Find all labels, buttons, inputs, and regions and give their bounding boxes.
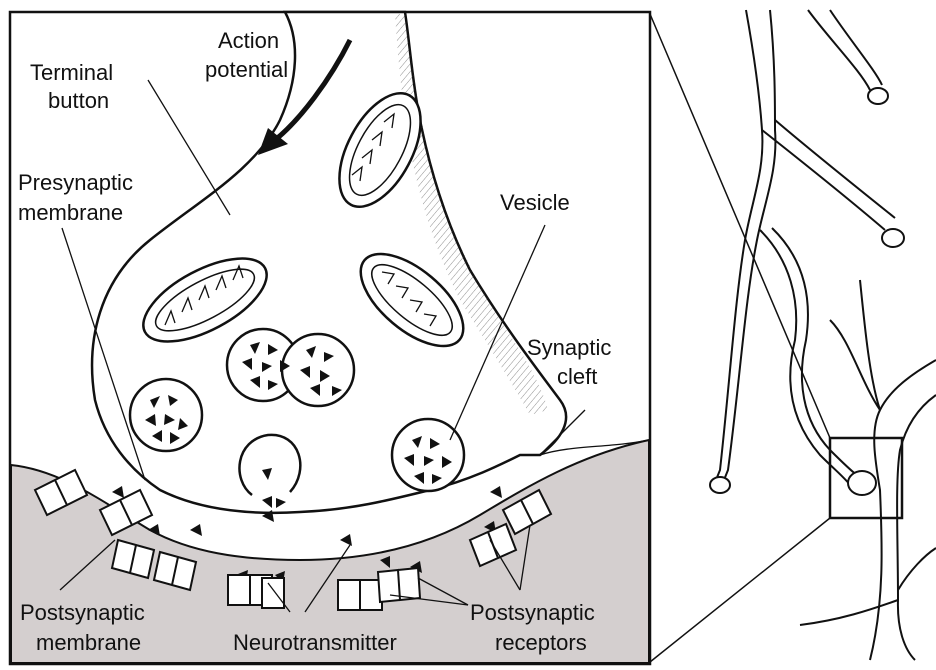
label-postsynaptic-receptors-2: receptors [495, 630, 587, 655]
label-postsynaptic-receptors-1: Postsynaptic [470, 600, 595, 625]
label-vesicle: Vesicle [500, 190, 570, 215]
fusing-vesicle [239, 435, 300, 495]
label-presynaptic: Presynaptic [18, 170, 133, 195]
label-postsynaptic: Postsynaptic [20, 600, 145, 625]
label-cleft: cleft [557, 364, 597, 389]
label-postsynaptic-membrane: membrane [36, 630, 141, 655]
label-action: Action [218, 28, 279, 53]
zoom-line-bottom [650, 518, 830, 662]
label-neurotransmitter: Neurotransmitter [233, 630, 397, 655]
label-presynaptic-membrane: membrane [18, 200, 123, 225]
label-button: button [48, 88, 109, 113]
label-terminal: Terminal [30, 60, 113, 85]
dendrites [800, 280, 936, 660]
label-potential: potential [205, 57, 288, 82]
label-synaptic: Synaptic [527, 335, 611, 360]
